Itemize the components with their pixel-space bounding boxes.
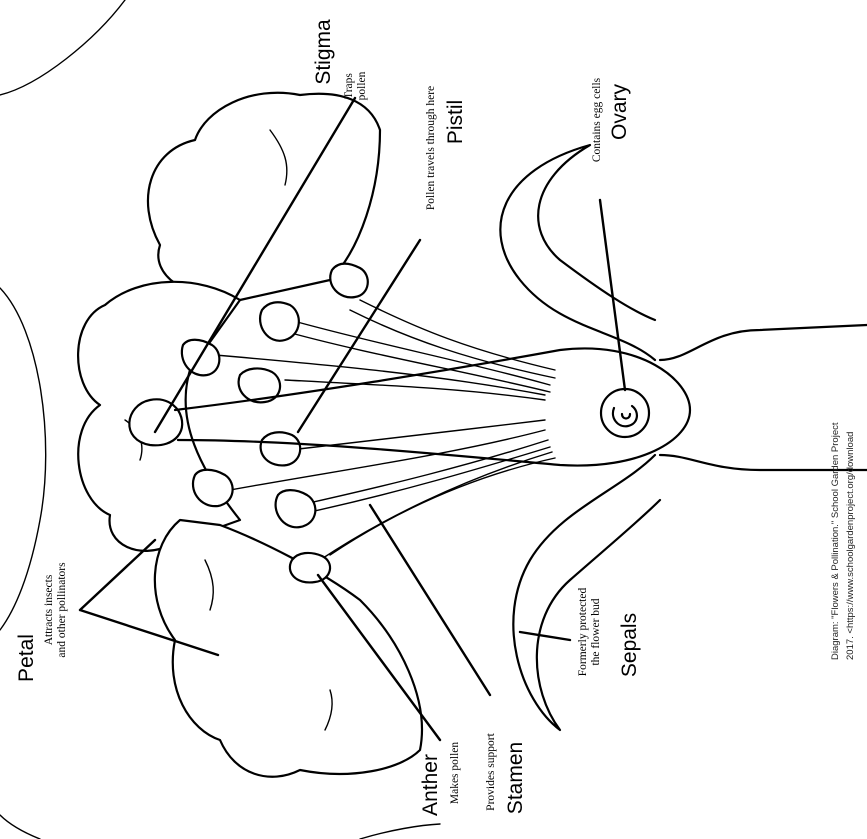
label-sepals-desc-1: Formerly protected [577, 588, 589, 677]
label-ovary-desc: Contains egg cells [591, 77, 603, 162]
label-pistil-desc: Pollen travels through here [425, 86, 437, 210]
edge-arc-top-left [0, 0, 125, 95]
label-anther-desc: Makes pollen [449, 742, 461, 805]
label-anther: Anther [419, 754, 442, 816]
label-sepals-desc-2: the flower bud [590, 598, 602, 665]
label-stamen: Stamen [504, 742, 527, 814]
citation-line-2: 2017. <https://www.schoolgardenproject.o… [845, 432, 856, 660]
label-stigma-desc-2: pollen [356, 71, 368, 100]
edge-arc-left [0, 288, 46, 630]
label-stamen-desc: Provides support [485, 732, 497, 810]
label-ovary: Ovary [608, 84, 631, 141]
label-petal-desc-1: Attracts insects [43, 574, 55, 645]
label-stigma: Stigma [312, 19, 335, 85]
label-pistil: Pistil [444, 100, 467, 144]
egg-cell [613, 406, 637, 426]
citation-line-1: Diagram: "Flowers & Pollination." School… [830, 422, 841, 660]
petals [78, 93, 422, 777]
label-sepals: Sepals [618, 613, 641, 677]
label-petal: Petal [15, 634, 38, 682]
edge-arc-bottom-left [0, 815, 40, 839]
edge-arc-bottom [360, 824, 440, 839]
label-stigma-desc-1: Traps [343, 73, 355, 99]
filaments [215, 300, 555, 560]
ovary-outer-ring [601, 389, 649, 437]
label-petal-desc-2: and other pollinators [56, 562, 68, 658]
